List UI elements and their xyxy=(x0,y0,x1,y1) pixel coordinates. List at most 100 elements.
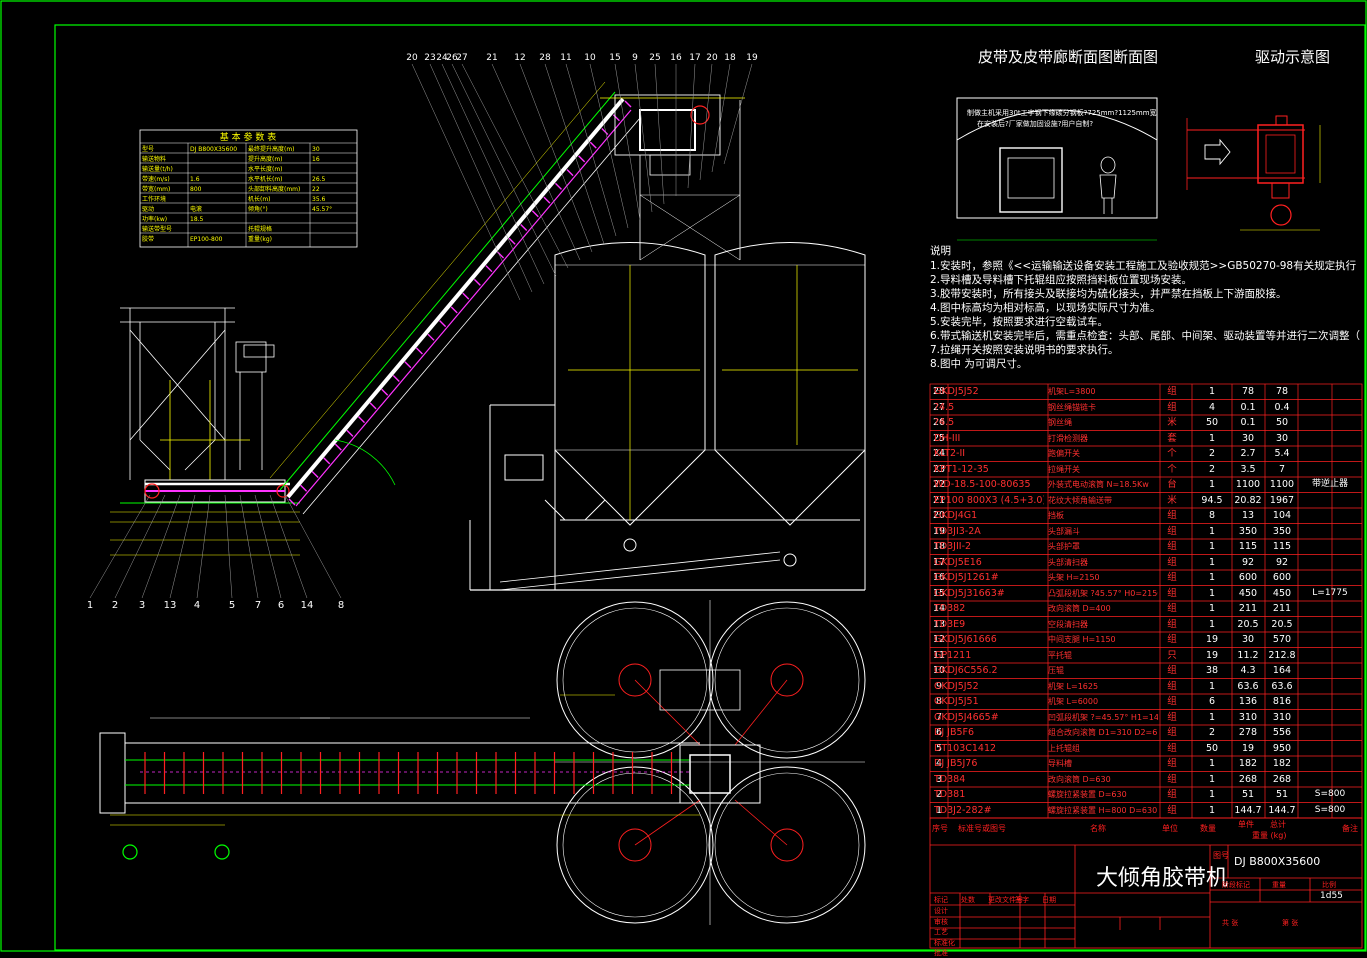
bom-header-rem: 备注 xyxy=(1342,824,1358,833)
title-block-col-head: 标记 xyxy=(934,896,948,904)
bom-cell-name: 凸弧段机架 ?45.57° H0=2150 xyxy=(1048,588,1158,598)
bom-header-no: 序号 xyxy=(932,824,948,833)
title-block-stage-head: 阶段标记 xyxy=(1222,881,1250,889)
param-cell: 机长(m) xyxy=(248,195,271,203)
bom-cell-uw: 3.5 xyxy=(1240,463,1256,475)
bom-cell-unit: 组 xyxy=(1167,603,1177,614)
bom-cell-rem: S=800 xyxy=(1314,804,1346,815)
belt-cleat xyxy=(531,210,539,218)
leader-line xyxy=(711,63,731,173)
bom-header-w1: 单件 xyxy=(1238,820,1254,829)
bom-cell-no: 11 xyxy=(932,649,946,661)
param-cell: EP100-800 xyxy=(190,236,223,243)
balloon-bottom-13: 13 xyxy=(164,600,177,611)
bom-cell-code: TD3JII-2 xyxy=(934,541,972,552)
bom-cell-code: GKDJ5J51 xyxy=(934,696,979,707)
bom-cell-tw: 816 xyxy=(1272,696,1292,707)
bom-cell-code: WD-18.5-100-80635 xyxy=(934,479,1031,490)
bom-cell-no: 7 xyxy=(935,711,943,723)
param-cell: 16 xyxy=(312,156,320,163)
bom-cell-no: 18 xyxy=(932,541,946,552)
balloon-bottom-5: 5 xyxy=(229,600,235,611)
belt-cleat xyxy=(543,196,551,204)
note-item: 6.带式输送机安装完毕后，需重点检查：头部、尾部、中间架、驱动装置等并进行二次调… xyxy=(930,330,1360,342)
belt-cleat xyxy=(450,306,458,314)
balloon-bottom-3: 3 xyxy=(139,600,145,611)
bom-header-name: 名称 xyxy=(1090,824,1106,833)
section-view-title: 皮带及皮带廊断面图断面图 xyxy=(978,48,1159,66)
balloon-bottom-1: 1 xyxy=(87,600,93,611)
param-cell: 45.57° xyxy=(312,206,332,213)
bom-cell-qty: 1 xyxy=(1208,680,1216,692)
belt-cleat xyxy=(508,237,516,245)
feed-hopper-tower xyxy=(120,307,275,480)
belt-cleat xyxy=(589,141,597,149)
bom-cell-uw: 278 xyxy=(1238,727,1258,738)
bom-cell-uw: 2.7 xyxy=(1240,448,1256,459)
title-block-sheet-label: 共 张 xyxy=(1222,919,1239,927)
bom-cell-name: 改向滚筒 D=630 xyxy=(1048,774,1111,784)
bom-cell-name: 空段清扫器 xyxy=(1048,619,1088,629)
bom-cell-unit: 个 xyxy=(1167,463,1177,475)
leader-line xyxy=(589,63,629,229)
bom-cell-tw: 1967 xyxy=(1269,494,1295,506)
param-cell: 功率(kw) xyxy=(142,215,167,223)
balloon-bottom-6: 6 xyxy=(278,600,284,611)
drawing-border xyxy=(54,24,1366,951)
leader-line xyxy=(196,494,211,599)
bom-header-weight: 重量 (kg) xyxy=(1252,831,1287,840)
bom-cell-unit: 组 xyxy=(1167,386,1177,397)
bom-cell-no: 20 xyxy=(932,510,946,521)
bom-cell-code: EP100 800X3 (4.5+3.0) 1:1 xyxy=(934,494,1044,506)
balloon-top-17: 17 xyxy=(689,53,700,63)
belt-cleat xyxy=(462,292,470,300)
bom-cell-no: 27 xyxy=(932,401,946,413)
bom-cell-unit: 组 xyxy=(1167,587,1177,599)
param-cell: 18.5 xyxy=(190,216,204,223)
leader-line xyxy=(699,63,713,181)
param-cell: 工作环境 xyxy=(142,195,166,203)
notes-heading: 说明 xyxy=(930,245,951,257)
bom-cell-tw: 115 xyxy=(1272,541,1292,552)
belt-cleat xyxy=(404,361,412,369)
bom-cell-unit: 组 xyxy=(1167,401,1177,413)
leader-line xyxy=(254,494,282,599)
bom-grid xyxy=(929,383,1363,819)
bom-cell-uw: 4.3 xyxy=(1240,665,1256,676)
balloon-top-10: 10 xyxy=(584,53,596,63)
bom-cell-tw: 268 xyxy=(1272,773,1292,785)
bom-cell-tw: 144.7 xyxy=(1268,804,1296,816)
bom-cell-no: 24 xyxy=(932,448,946,459)
param-cell: 重量(kg) xyxy=(248,235,272,243)
inclined-belt xyxy=(269,81,641,515)
param-cell: 倾角(°) xyxy=(248,205,268,213)
leader-line xyxy=(114,494,166,599)
leader-line xyxy=(723,63,753,165)
bom-cell-tw: 51 xyxy=(1275,789,1289,800)
bom-cell-name: 拉绳开关 xyxy=(1048,464,1080,474)
bom-cell-name: 改向滚筒 D=400 xyxy=(1048,604,1111,613)
bom-cell-name: 挡板 xyxy=(1048,511,1064,520)
balloon-top-15: 15 xyxy=(609,53,620,63)
leader-line xyxy=(687,63,696,189)
bom-cell-unit: 组 xyxy=(1167,510,1177,521)
bom-cell-unit: 组 xyxy=(1167,696,1177,707)
bom-cell-no: 21 xyxy=(932,494,946,506)
balloon-top-18: 18 xyxy=(724,53,736,63)
balloon-top-20: 20 xyxy=(406,53,418,63)
bom-cell-name: 打滑检测器 xyxy=(1048,433,1088,443)
title-block-stage-head: 比例 xyxy=(1322,881,1336,889)
belt-cleat xyxy=(624,100,632,108)
title-block-col-head: 签字 xyxy=(1015,896,1029,904)
bom-cell-no: 8 xyxy=(935,696,943,707)
bom-cell-tw: 63.6 xyxy=(1271,680,1293,692)
bom-cell-unit: 组 xyxy=(1167,680,1177,692)
bom-cell-name: 花纹大倾角输送带 xyxy=(1048,495,1112,505)
leader-line xyxy=(519,63,593,253)
leader-line xyxy=(451,63,557,277)
